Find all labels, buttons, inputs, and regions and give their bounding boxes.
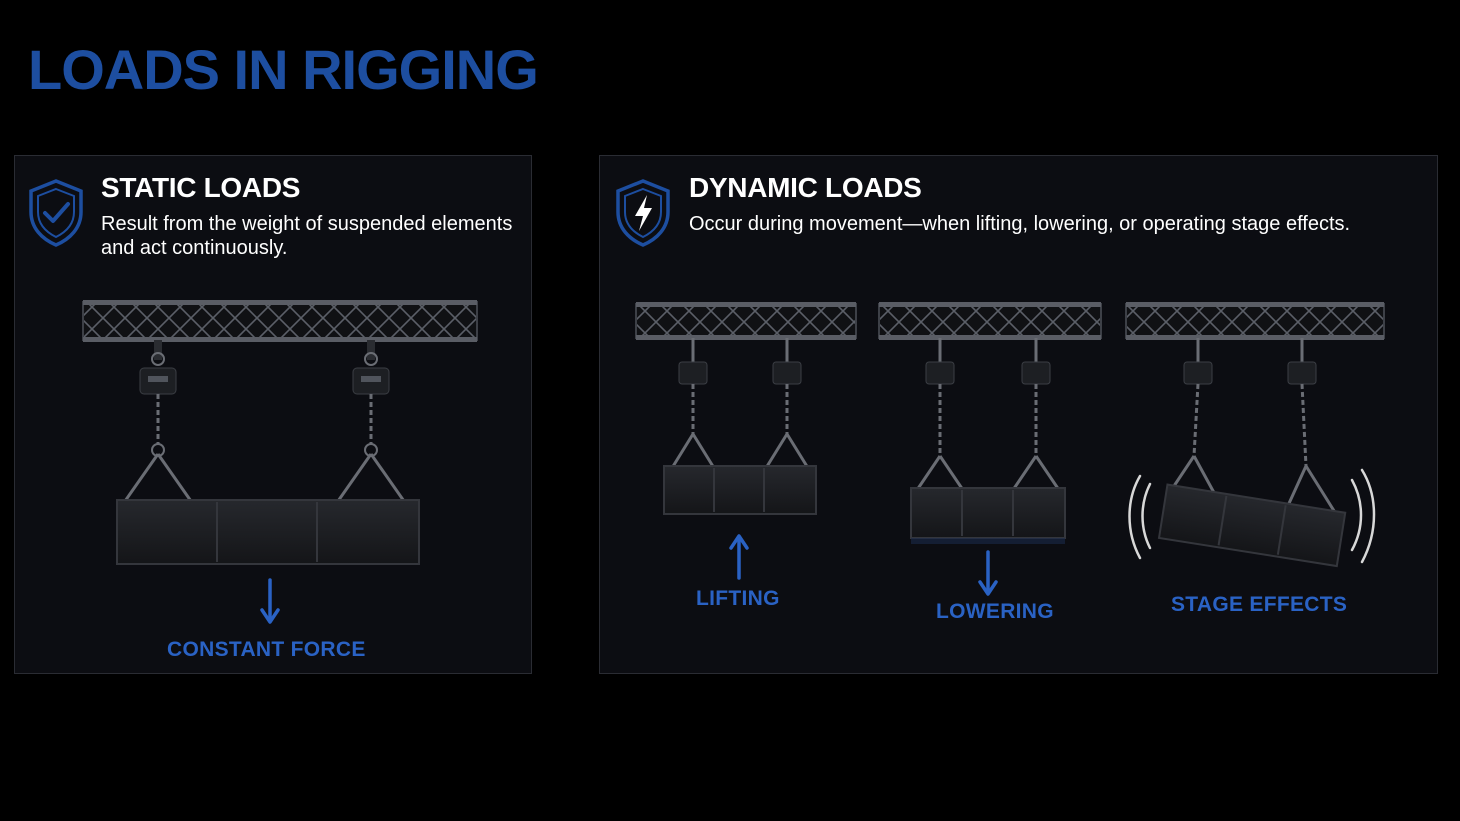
caption-stage-effects: STAGE EFFECTS [1171, 593, 1348, 616]
lifting-rig-illustration [635, 302, 857, 515]
dynamic-loads-heading: DYNAMIC LOADS [689, 172, 922, 203]
static-rig-illustration [82, 300, 478, 565]
page-title: LOADS IN RIGGING [28, 38, 539, 101]
bridle-slings [121, 453, 408, 505]
chain-hoist-left [139, 340, 177, 457]
arrow-down-icon [260, 578, 280, 624]
bridle-slings [915, 455, 1061, 491]
chain-hoist-left [925, 338, 955, 456]
dynamic-loads-description: Occur during movement—when lifting, lowe… [689, 213, 1351, 235]
stage-effects-rig-illustration [1125, 302, 1385, 568]
chain-hoist-right [772, 338, 802, 434]
truss-beam [878, 302, 1102, 340]
truss-beam [1125, 302, 1385, 340]
shield-lightning-icon [616, 179, 670, 247]
speaker-array [116, 499, 420, 565]
static-loads-heading: STATIC LOADS [101, 172, 301, 203]
chain-hoist-right [1287, 338, 1317, 467]
speaker-array [1157, 483, 1347, 568]
truss-beam [82, 300, 478, 342]
shield-check-icon [29, 179, 83, 247]
caption-constant-force: CONSTANT FORCE [167, 638, 366, 661]
chain-hoist-right [1021, 338, 1051, 456]
speaker-array [663, 465, 817, 515]
sway-motion-lines [1128, 468, 1376, 564]
lowering-rig-illustration [878, 302, 1102, 544]
chain-hoist-right [352, 340, 390, 457]
static-loads-panel: STATIC LOADS Result from the weight of s… [14, 155, 532, 674]
arrow-up-icon [729, 534, 749, 580]
chain-hoist-left [678, 338, 708, 434]
truss-beam [635, 302, 857, 340]
bridle-slings [670, 433, 810, 469]
bridle-slings [1164, 455, 1338, 515]
caption-lifting: LIFTING [696, 587, 780, 610]
chain-hoist-left [1183, 338, 1213, 457]
speaker-array [910, 487, 1066, 544]
dynamic-loads-panel: DYNAMIC LOADS Occur during movement—when… [599, 155, 1438, 674]
arrow-down-icon [978, 550, 998, 596]
static-loads-description: Result from the weight of suspended elem… [101, 213, 513, 259]
caption-lowering: LOWERING [936, 600, 1054, 623]
